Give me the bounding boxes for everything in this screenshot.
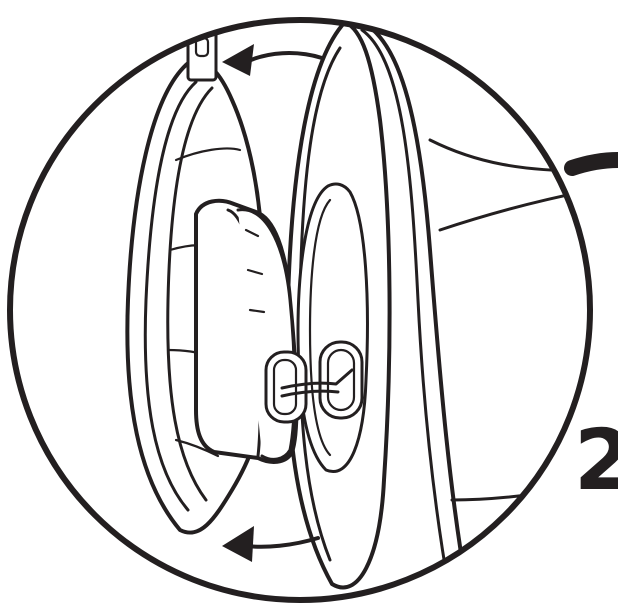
tank-opening — [285, 20, 392, 590]
iron-body — [350, 20, 590, 600]
lid-hinge-arm — [194, 198, 354, 464]
open-arrow-icon — [222, 526, 320, 562]
zoomed-detail — [125, 20, 590, 600]
magnifier-circle — [7, 17, 593, 603]
callout-mark — [564, 152, 618, 176]
open-arrow-icon — [222, 44, 324, 76]
step-number: 2 — [574, 411, 618, 509]
